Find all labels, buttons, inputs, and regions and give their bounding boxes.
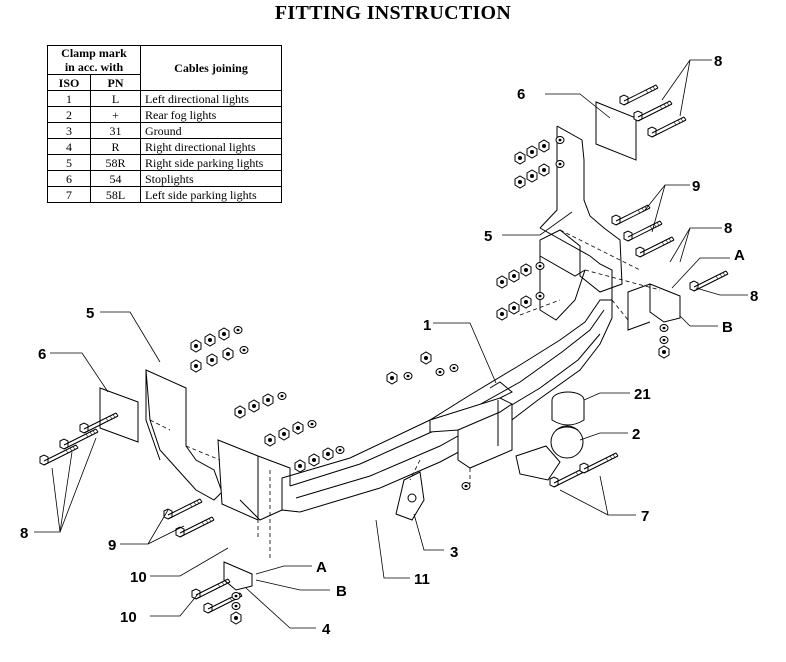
fasteners (39, 84, 729, 625)
callout-5: 5 (484, 228, 492, 245)
callout-6: 6 (38, 346, 46, 363)
clamp-mark-header-line1: Clamp mark (61, 46, 127, 60)
callout-A: A (316, 559, 327, 576)
callout-8: 8 (724, 220, 732, 237)
pn-header: PN (90, 74, 141, 91)
callout-10: 10 (120, 609, 137, 626)
callout-21: 21 (634, 386, 651, 403)
callout-4: 4 (322, 621, 331, 638)
left-clamp-bracket (223, 561, 253, 591)
callout-leaders (34, 59, 748, 629)
cable-legend-table: Clamp mark in acc. with Cables joining I… (47, 45, 282, 203)
callout-11: 11 (414, 571, 430, 588)
page-title: FITTING INSTRUCTION (274, 2, 512, 24)
legend-pn: 58L (90, 186, 141, 203)
callout-B: B (722, 319, 733, 336)
callout-A: A (734, 247, 745, 264)
right-side-bracket (539, 125, 623, 321)
callout-labels: 8 6 9 5 8 A 8 B 5 1 6 21 2 7 8 9 3 10 A … (20, 53, 758, 638)
tow-ball-assembly (515, 425, 584, 481)
right-plate (595, 101, 637, 161)
legend-subheader-row: ISO PN (47, 74, 282, 91)
electric-socket-plate (395, 471, 425, 521)
left-side-bracket (145, 369, 291, 521)
callout-1: 1 (423, 317, 431, 334)
legend-header-row: Clamp mark in acc. with Cables joining (47, 45, 282, 91)
legend-desc: Left side parking lights (140, 186, 282, 203)
callout-3: 3 (450, 544, 458, 561)
callout-8: 8 (20, 525, 28, 542)
right-clamp-bracket (627, 283, 681, 331)
callout-10: 10 (130, 569, 147, 586)
callout-8: 8 (750, 288, 758, 305)
callout-7: 7 (641, 508, 649, 525)
clamp-mark-header-line2: in acc. with (64, 60, 124, 74)
legend-row: 2+Rear fog lights (47, 106, 282, 123)
ball-cover (551, 391, 585, 426)
callout-9: 9 (692, 178, 700, 195)
legend-pn: 54 (90, 170, 141, 187)
callout-5: 5 (86, 305, 94, 322)
cables-joining-header: Cables joining (140, 45, 282, 91)
legend-desc: Right directional lights (140, 138, 282, 155)
legend-desc: Left directional lights (140, 90, 282, 107)
left-plate (99, 387, 139, 443)
callout-2: 2 (632, 426, 640, 443)
callout-8: 8 (714, 53, 722, 70)
callout-6: 6 (517, 86, 525, 103)
assembly-guide-lines (149, 229, 661, 560)
drawing-linework (99, 101, 681, 591)
legend-pn: 58R (90, 154, 141, 171)
callout-9: 9 (108, 537, 116, 554)
callout-B: B (336, 583, 347, 600)
